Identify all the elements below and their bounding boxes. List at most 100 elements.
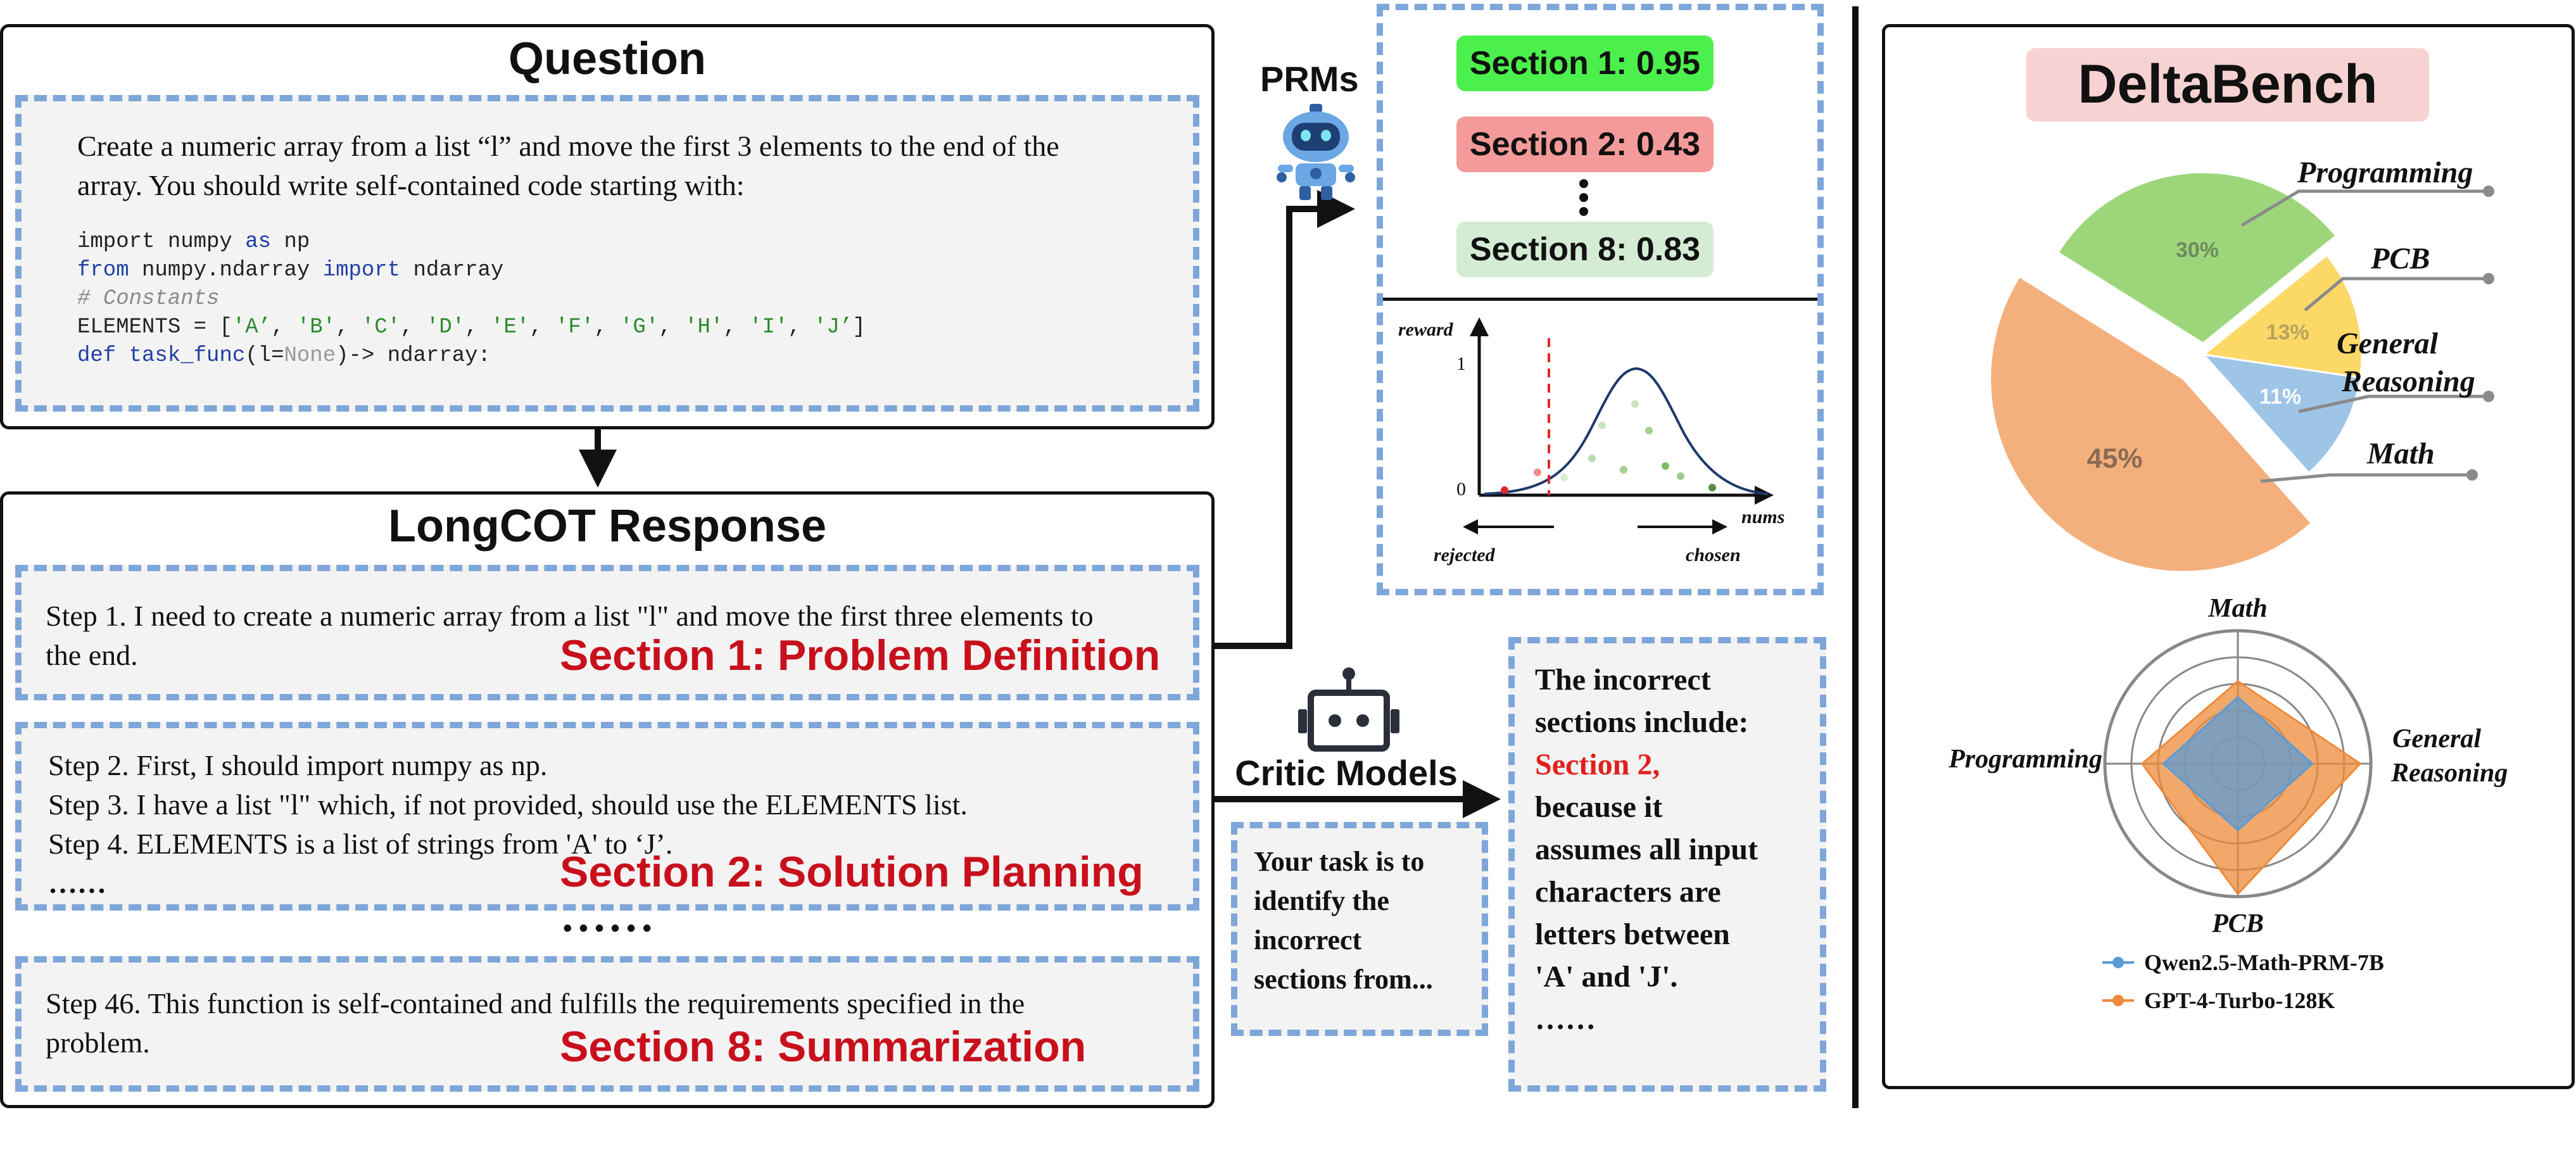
rejected-label: rejected [1434, 545, 1496, 565]
callout-pcb [2304, 277, 2489, 312]
section-1-box [15, 565, 1199, 700]
pie-value-programming: 30% [2176, 238, 2219, 262]
critic-label: Critic Models [1235, 753, 1458, 793]
code-line-5: def task_func(l=None)-> ndarray: [77, 344, 491, 368]
legend-marker-qwen [2112, 957, 2124, 968]
point-6 [1645, 427, 1653, 434]
answer-line-5: assumes all input [1535, 833, 1758, 866]
tick-1: 1 [1456, 353, 1466, 374]
task-line-1: Your task is to [1254, 846, 1425, 877]
pie-slice-programming [2056, 171, 2338, 344]
pie-label-pcb: PCB [2370, 242, 2430, 275]
score-section-8: Section 8: 0.83 [1456, 222, 1714, 277]
radar-series [2140, 679, 2362, 896]
section-8-text: Step 46. This function is self-contained… [46, 984, 1025, 1063]
question-prompt: Create a numeric array from a list “l” a… [77, 127, 1059, 205]
radar-label-math: Math [2207, 594, 2267, 623]
nums-label: nums [1741, 507, 1784, 527]
critic-answer-text: The incorrect sections include: Section … [1535, 659, 1758, 1040]
reward-curve [1484, 367, 1769, 495]
pie-slices: 30% 13% 11% 45% [1989, 171, 2363, 573]
legend-marker-gpt [2112, 995, 2124, 1006]
answer-line-6: characters are [1535, 875, 1721, 909]
pie-value-pcb: 13% [2266, 320, 2309, 344]
task-line-4: sections from... [1254, 964, 1433, 995]
point-rejected-1 [1501, 486, 1508, 494]
step-4-line: Step 4. ELEMENTS is a list of strings fr… [48, 828, 673, 860]
gap-dots: • • • • • • [563, 914, 652, 942]
response-to-prms-arrow [1215, 190, 1355, 649]
chosen-label: chosen [1686, 545, 1741, 565]
point-2 [1588, 455, 1596, 462]
step-46-line-1: Step 46. This function is self-contained… [46, 987, 1025, 1019]
pie-label-general: General [2337, 327, 2439, 360]
score-section-2: Section 2: 0.43 [1456, 117, 1714, 172]
code-block: import numpy as np from numpy.ndarray im… [77, 228, 866, 370]
critic-robot-icon [1298, 667, 1399, 752]
pie-slice-pcb [2201, 253, 2363, 379]
point-rejected-2 [1534, 469, 1541, 476]
answer-section-highlight: Section 2, [1535, 748, 1660, 781]
step-3-line: Step 3. I have a list "l" which, if not … [48, 788, 968, 821]
robot-icon [1277, 104, 1355, 200]
answer-line-7: letters between [1535, 918, 1730, 951]
pie-label-programming: Programming [2297, 156, 2473, 189]
question-title: Question [508, 34, 706, 84]
legend-label-qwen: Qwen2.5-Math-PRM-7B [2144, 950, 2384, 975]
answer-line-4: because it [1535, 790, 1663, 824]
critic-task-box [1231, 822, 1488, 1036]
callout-dot-math [2466, 469, 2478, 481]
point-9 [1708, 484, 1716, 491]
section-8-label: Section 8: Summarization [560, 1023, 1087, 1071]
section-8-box [15, 956, 1199, 1092]
step-ellipsis: …… [48, 867, 106, 899]
code-line-2: from numpy.ndarray import ndarray [77, 258, 504, 282]
radar-label-pcb: PCB [2211, 909, 2264, 938]
answer-line-1: The incorrect [1535, 663, 1711, 697]
answer-line-2: sections include: [1535, 705, 1749, 739]
critic-answer-box [1508, 637, 1826, 1092]
section-2-text: Step 2. First, I should import numpy as … [48, 746, 968, 903]
section-1-label: Section 1: Problem Definition [560, 631, 1161, 679]
prms-divider [1383, 298, 1817, 301]
point-5 [1631, 400, 1639, 408]
answer-line-8: 'A' and 'J'. [1535, 960, 1678, 994]
radar-label-general: General [2392, 724, 2481, 754]
pie-label-reasoning: Reasoning [2341, 365, 2475, 398]
section-2-box [15, 722, 1199, 911]
deltabench-title-bg [2026, 48, 2429, 122]
radar-chart: Math General Reasoning PCB Programming Q… [1948, 594, 2508, 1013]
callout-dot-pcb [2483, 273, 2494, 284]
prompt-line-1: Create a numeric array from a list “l” a… [77, 130, 1059, 162]
point-1 [1560, 474, 1568, 481]
radar-area-qwen [2162, 695, 2314, 832]
callout-dot-general [2483, 391, 2494, 402]
deltabench-title: DeltaBench [2078, 54, 2378, 115]
reward-curve-chart: reward 1 0 nums rejected chosen [1398, 317, 1784, 565]
step-46-line-2: problem. [46, 1026, 150, 1059]
question-box [15, 95, 1199, 412]
pie-value-general-reasoning: 11% [2259, 384, 2301, 408]
callout-math [2260, 473, 2472, 483]
section-1-text: Step 1. I need to create a numeric array… [46, 596, 1094, 675]
point-7 [1662, 462, 1669, 470]
pie-chart: 30% 13% 11% 45% Programming PCB General Rea… [1989, 156, 2494, 573]
task-line-3: incorrect [1254, 925, 1362, 956]
step-2-line: Step 2. First, I should import numpy as … [48, 749, 548, 781]
task-line-2: identify the [1254, 885, 1389, 916]
tick-0: 0 [1456, 479, 1466, 500]
step-1-line-2: the end. [46, 639, 138, 671]
point-4 [1620, 466, 1627, 474]
step-1-line-1: Step 1. I need to create a numeric array… [46, 600, 1094, 632]
score-section-1: Section 1: 0.95 [1456, 35, 1714, 91]
pie-value-math: 45% [2087, 443, 2142, 474]
section-2-label: Section 2: Solution Planning [560, 848, 1144, 896]
prompt-line-2: array. You should write self-contained c… [77, 169, 745, 201]
radar-label-programming: Programming [1948, 745, 2102, 774]
code-line-3: # Constants [77, 287, 220, 311]
code-line-4: ELEMENTS = ['A’, 'B', 'C', 'D', 'E', 'F'… [77, 315, 866, 339]
point-3 [1598, 422, 1606, 429]
pie-label-math: Math [2366, 437, 2435, 470]
reward-label: reward [1398, 319, 1454, 340]
